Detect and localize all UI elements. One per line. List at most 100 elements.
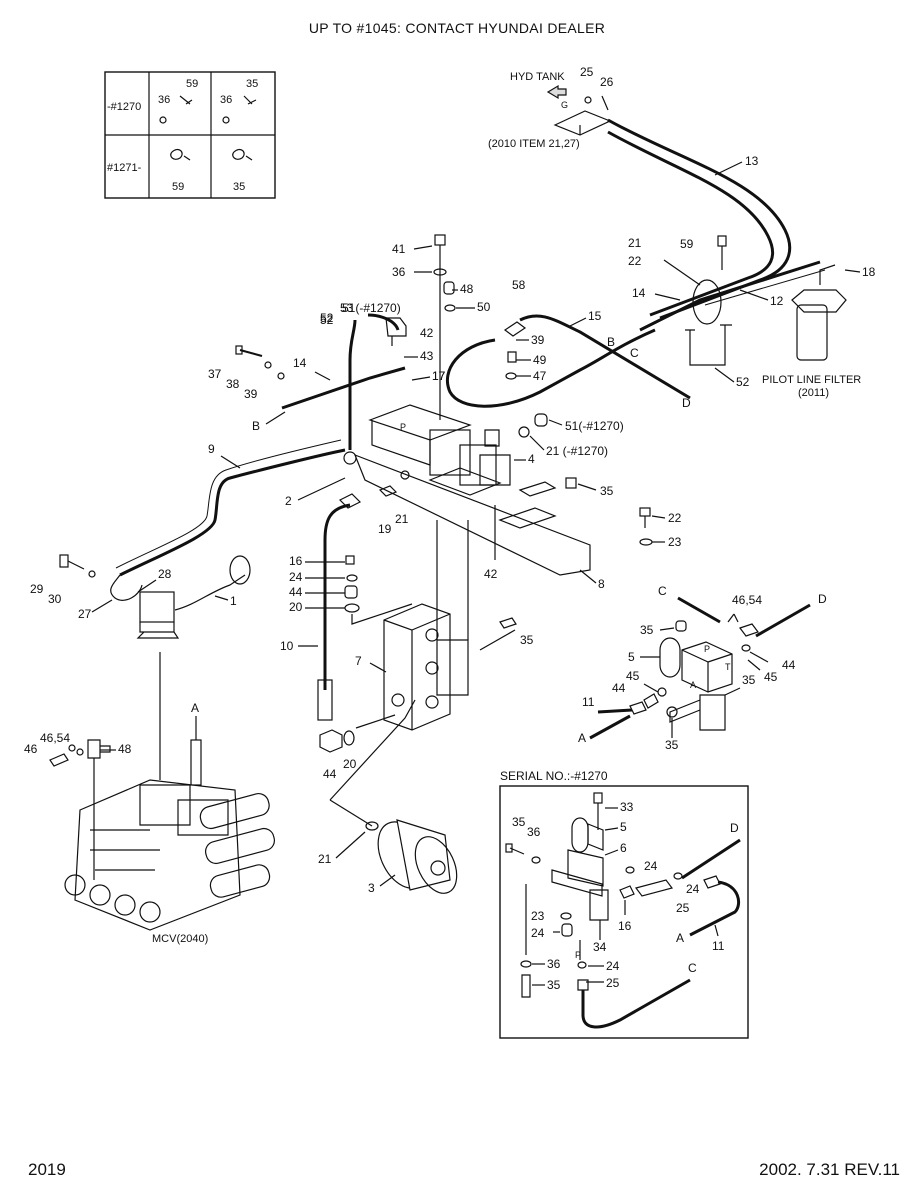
callout: 36 bbox=[547, 957, 561, 971]
variant-callout: 59 bbox=[172, 181, 184, 193]
callout: 27 bbox=[78, 607, 92, 621]
callout: 14 bbox=[632, 286, 646, 300]
callout: 35 bbox=[742, 673, 756, 687]
callout: 59 bbox=[680, 237, 694, 251]
connection-letter: C bbox=[658, 584, 667, 598]
callout: 43 bbox=[420, 349, 434, 363]
callout: 10 bbox=[280, 639, 294, 653]
callout: 3 bbox=[368, 881, 375, 895]
date-revision: 2002. 7.31 REV.11 bbox=[759, 1160, 900, 1179]
callout: 17 bbox=[432, 369, 446, 383]
callout: 23 bbox=[531, 909, 545, 923]
port-letter: P bbox=[575, 950, 581, 960]
hose-9: 9 53 52 bbox=[115, 301, 400, 577]
valve-5-group: C 46,54 D 35 5 P T A 44 45 45 44 bbox=[578, 584, 827, 752]
callout: 25 bbox=[676, 901, 690, 915]
right-bolts: 22 23 bbox=[639, 507, 682, 549]
callout: 19 bbox=[378, 522, 392, 536]
callout: 16 bbox=[618, 919, 632, 933]
callout: 16 bbox=[289, 554, 303, 568]
variant-callout: 59 bbox=[186, 78, 198, 90]
callout: 38 bbox=[226, 377, 240, 391]
callout: 12 bbox=[770, 294, 784, 308]
callout: 35 bbox=[520, 633, 534, 647]
callout: 49 bbox=[533, 353, 547, 367]
callout: 37 bbox=[208, 367, 222, 381]
serial-box: SERIAL NO.:-#1270 33 5 6 34 35 36 23 24 bbox=[499, 769, 749, 1039]
port-letter: T bbox=[725, 662, 731, 672]
return-filter-3: 21 3 bbox=[318, 799, 458, 895]
callout: 13 bbox=[745, 154, 759, 168]
callout: 21 bbox=[318, 852, 332, 866]
port-letter: G bbox=[561, 100, 568, 110]
callout: 39 bbox=[244, 387, 258, 401]
callout: 22 bbox=[628, 254, 642, 268]
callout: 35 bbox=[665, 738, 679, 752]
connection-letter: A bbox=[578, 731, 586, 745]
callout: 24 bbox=[531, 926, 545, 940]
hose-10-and-block-7: 16 24 44 20 10 7 44 20 bbox=[280, 493, 451, 801]
callout: 9 bbox=[208, 442, 215, 456]
callout: 45 bbox=[764, 670, 778, 684]
callout: 18 bbox=[862, 265, 876, 279]
callout: 24 bbox=[686, 882, 700, 896]
mcv-area: 29 30 27 28 1 MCV(2040) A 46 46,54 bbox=[24, 554, 276, 945]
callout: 6 bbox=[620, 841, 627, 855]
callout: 44 bbox=[612, 681, 626, 695]
callout: 15 bbox=[588, 309, 602, 323]
callout: 46,54 bbox=[40, 731, 70, 745]
callout: 35 bbox=[512, 815, 526, 829]
callout: 50 bbox=[477, 300, 491, 314]
callout: 53 bbox=[340, 301, 354, 315]
callout: 41 bbox=[392, 242, 406, 256]
callout: 28 bbox=[158, 567, 172, 581]
callout: 21 (-#1270) bbox=[546, 444, 608, 458]
variant-callout: 35 bbox=[233, 181, 245, 193]
callout: 25 bbox=[606, 976, 620, 990]
variant-row-label-1: -#1270 bbox=[107, 101, 141, 113]
connection-letter: A bbox=[676, 931, 684, 945]
callout: 26 bbox=[600, 75, 614, 89]
callout: 29 bbox=[30, 582, 44, 596]
callout: 20 bbox=[289, 600, 303, 614]
connection-letter: B bbox=[252, 419, 260, 433]
variant-callout: 36 bbox=[158, 94, 170, 106]
connection-letter: A bbox=[191, 701, 199, 715]
callout: 48 bbox=[118, 742, 132, 756]
callout: 35 bbox=[600, 484, 614, 498]
mcv-label: MCV(2040) bbox=[152, 933, 208, 945]
callout: 11 bbox=[712, 939, 725, 953]
serial-box-title: SERIAL NO.:-#1270 bbox=[500, 769, 608, 783]
callout: 44 bbox=[782, 658, 796, 672]
port-letter: P bbox=[400, 422, 406, 432]
callout: 42 bbox=[484, 567, 498, 581]
hyd-tank-label: HYD TANK bbox=[510, 71, 565, 83]
hose-15: 15 B C D bbox=[445, 309, 691, 410]
hyd-tank-area: HYD TANK G (2010 ITEM 21,27) 25 26 bbox=[488, 65, 614, 150]
callout: 52 bbox=[320, 311, 334, 325]
callout: 8 bbox=[598, 577, 605, 591]
callout: 46 bbox=[24, 742, 38, 756]
callout: 52 bbox=[736, 375, 750, 389]
variant-row-label-2: #1271- bbox=[107, 162, 142, 174]
callout: 11 bbox=[582, 695, 595, 709]
connection-letter: D bbox=[818, 592, 827, 606]
callout: 1 bbox=[230, 594, 237, 608]
connection-letter: B bbox=[607, 335, 615, 349]
callout: 36 bbox=[527, 825, 541, 839]
callout: 23 bbox=[668, 535, 682, 549]
callout: 25 bbox=[580, 65, 594, 79]
page-title: UP TO #1045: CONTACT HYUNDAI DEALER bbox=[308, 20, 606, 36]
callout: 21 bbox=[628, 236, 642, 250]
callout: 5 bbox=[620, 820, 627, 834]
callout: 24 bbox=[606, 959, 620, 973]
callout: 47 bbox=[533, 369, 547, 383]
connection-letter: D bbox=[682, 396, 691, 410]
misc-right-callouts: 58 bbox=[512, 278, 526, 292]
callout: 42 bbox=[420, 326, 434, 340]
callout: 51(-#1270) bbox=[565, 419, 624, 433]
tank-ref-label: (2010 ITEM 21,27) bbox=[488, 138, 580, 150]
pilot-filter-label: PILOT LINE FILTER bbox=[762, 374, 861, 386]
connection-letter: D bbox=[730, 821, 739, 835]
